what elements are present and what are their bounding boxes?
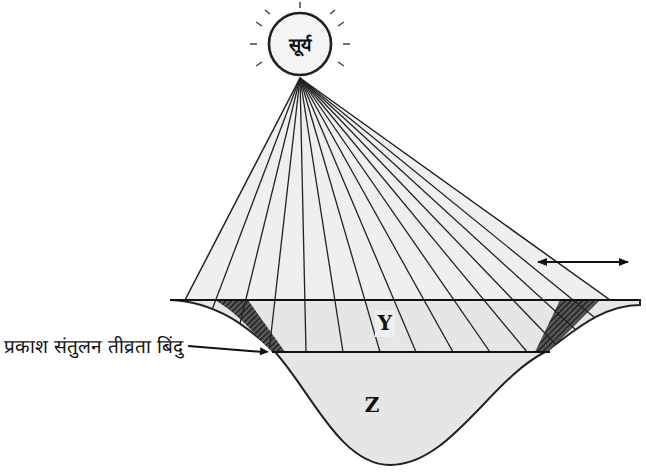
- double-arrow: [538, 261, 628, 263]
- zone-label: प्रकाश संतुलन तीव्रता बिंदु: [4, 334, 194, 360]
- zone-letter: Z: [365, 392, 380, 419]
- light-cone: [185, 78, 610, 300]
- leader-line: [188, 346, 263, 352]
- littoral-zone: [535, 300, 600, 352]
- sun-label: सूर्य: [289, 32, 311, 56]
- compensation-line: [272, 351, 550, 353]
- leader-arrowhead: [260, 347, 269, 355]
- sun-circle: सूर्य: [267, 11, 333, 77]
- sun-rays: [196, 78, 637, 352]
- water-surface: [170, 299, 640, 301]
- zone-letter: Y: [375, 310, 395, 337]
